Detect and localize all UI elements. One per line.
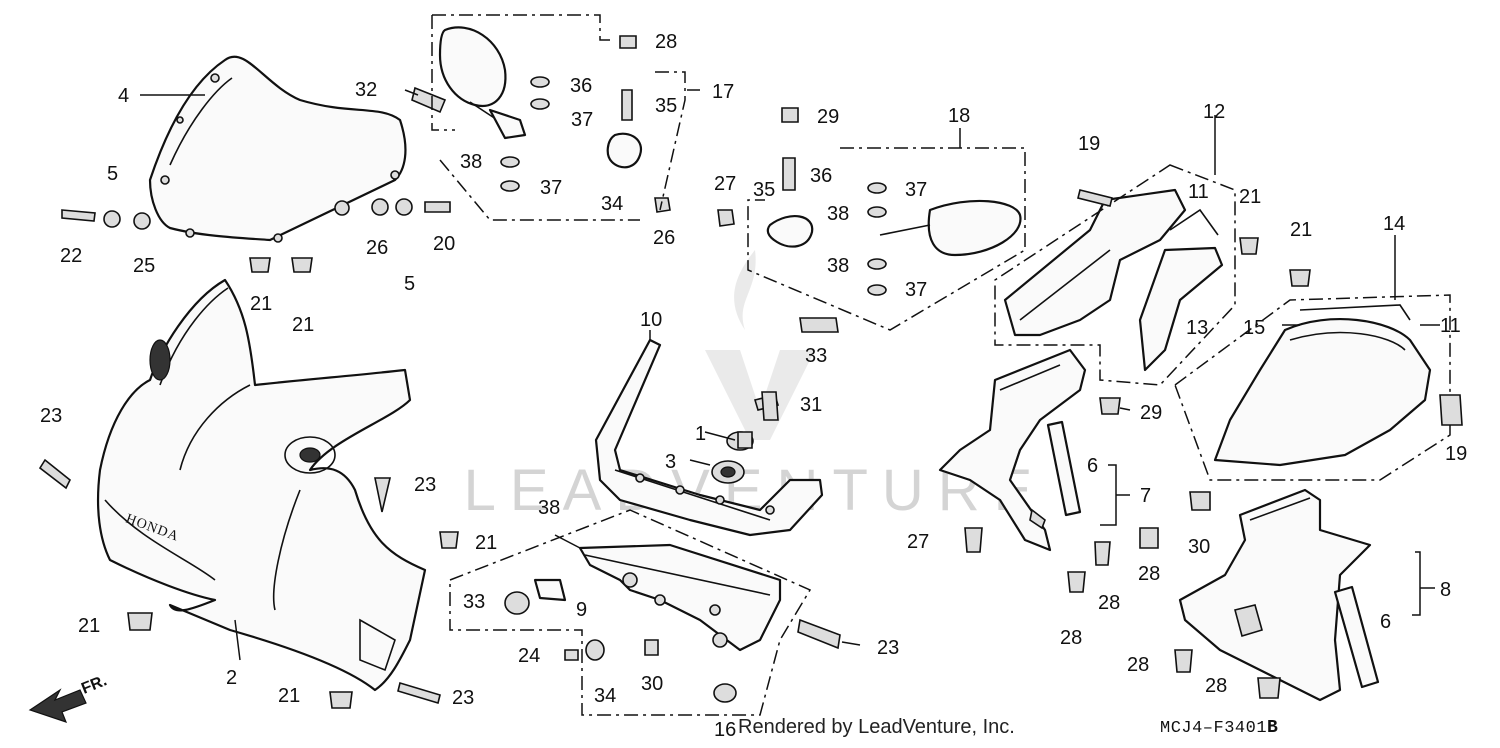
callout-33a: 32 — [355, 79, 377, 101]
callout-29b: 29 — [817, 106, 839, 128]
callout-29a: 28 — [655, 31, 677, 53]
callout-18: 18 — [948, 105, 970, 127]
stay-assembly — [449, 509, 841, 716]
callout-35a: 34 — [601, 193, 623, 215]
callout-21e: 21 — [278, 685, 300, 707]
callout-36b: 36 — [810, 165, 832, 187]
callout-36a: 35 — [655, 95, 677, 117]
callout-19b: 19 — [1445, 443, 1467, 465]
drawing-code-suffix: B — [1267, 718, 1279, 738]
mirror-left — [411, 14, 686, 221]
callout-16: 16 — [714, 719, 736, 741]
inner-panel-right — [1178, 488, 1380, 702]
callout-28b: 28 — [1060, 627, 1082, 649]
callout-19a: 19 — [1078, 133, 1100, 155]
callout-38c: 38 — [827, 203, 849, 225]
callout-21b: 21 — [292, 314, 314, 336]
callout-20: 20 — [433, 233, 455, 255]
callout-5a: 5 — [107, 163, 118, 185]
callout-30b: 30 — [1188, 536, 1210, 558]
callout-23a: 23 — [40, 405, 62, 427]
callout-27b: 27 — [714, 173, 736, 195]
callout-28d: 28 — [1138, 563, 1160, 585]
callout-31: 30 — [641, 673, 663, 695]
callout-28c: 28 — [1098, 592, 1120, 614]
callout-21f: 21 — [1239, 186, 1261, 208]
front-direction-arrow: FR. — [28, 672, 109, 723]
callout-1: 1 — [695, 423, 706, 445]
callout-30a: 29 — [1140, 402, 1162, 424]
callout-38b: 38 — [460, 151, 482, 173]
callout-37c: 37 — [905, 179, 927, 201]
fasteners — [38, 189, 1463, 709]
callout-38a: 37 — [571, 109, 593, 131]
callout-9: 9 — [576, 599, 587, 621]
callout-35b: 35 — [753, 179, 775, 201]
callout-34b: 34 — [594, 685, 616, 707]
callout-28e: 28 — [1127, 654, 1149, 676]
callout-26b: 26 — [366, 237, 388, 259]
callout-27a: 26 — [653, 227, 675, 249]
callout-10: 10 — [640, 309, 662, 331]
callout-37a: 36 — [570, 75, 592, 97]
drawing-code: MCJ4–F3401B — [1160, 718, 1278, 738]
watermark-logo: LEADVENTURE — [464, 250, 1032, 523]
callout-24: 23 — [877, 637, 899, 659]
mirror-right — [717, 107, 1026, 333]
middle-cowl-right — [1174, 294, 1451, 481]
callout-21g: 21 — [1290, 219, 1312, 241]
callout-23c: 23 — [452, 687, 474, 709]
windscreen — [148, 55, 407, 243]
callout-6b: 6 — [1380, 611, 1391, 633]
callout-17: 17 — [712, 81, 734, 103]
footer-credit: Rendered by LeadVenture, Inc. — [738, 716, 1015, 738]
callout-2: 2 — [226, 667, 237, 689]
callout-34a: 33 — [463, 591, 485, 613]
inner-panel-left — [938, 348, 1087, 552]
callout-labels: 1 2 3 4 5 5 6 6 7 8 9 10 11 11 12 13 14 … — [40, 31, 1467, 741]
callout-23b: 23 — [414, 474, 436, 496]
callout-37b: 37 — [540, 177, 562, 199]
middle-cowl-left — [994, 164, 1236, 386]
callout-21d: 21 — [78, 615, 100, 637]
callout-8: 8 — [1440, 579, 1451, 601]
callout-7: 7 — [1140, 485, 1151, 507]
callout-13: 13 — [1186, 317, 1208, 339]
callout-32: 31 — [800, 394, 822, 416]
leader-lines — [140, 89, 1440, 661]
callout-28f: 28 — [1205, 675, 1227, 697]
callout-11a: 11 — [1188, 181, 1209, 203]
callout-21a: 21 — [250, 293, 272, 315]
callout-11b: 11 — [1440, 315, 1461, 337]
callout-28a: 27 — [907, 531, 929, 553]
callout-4: 4 — [118, 85, 129, 107]
drawing-code-main: MCJ4–F3401 — [1160, 719, 1268, 738]
callout-3: 3 — [665, 451, 676, 473]
callout-33b: 33 — [805, 345, 827, 367]
front-cowl: HONDA — [96, 278, 427, 692]
callout-14: 14 — [1383, 213, 1405, 235]
callout-25: 24 — [518, 645, 540, 667]
callout-15: 15 — [1243, 317, 1265, 339]
callout-38d: 38 — [827, 255, 849, 277]
callout-22: 22 — [60, 245, 82, 267]
callout-21c: 21 — [475, 532, 497, 554]
front-direction-label: FR. — [79, 672, 109, 697]
callout-37d: 37 — [905, 279, 927, 301]
callout-5b: 5 — [404, 273, 415, 295]
callout-26a: 25 — [133, 255, 155, 277]
callout-12: 12 — [1203, 101, 1225, 123]
callout-39: 38 — [538, 497, 560, 519]
callout-6a: 6 — [1087, 455, 1098, 477]
